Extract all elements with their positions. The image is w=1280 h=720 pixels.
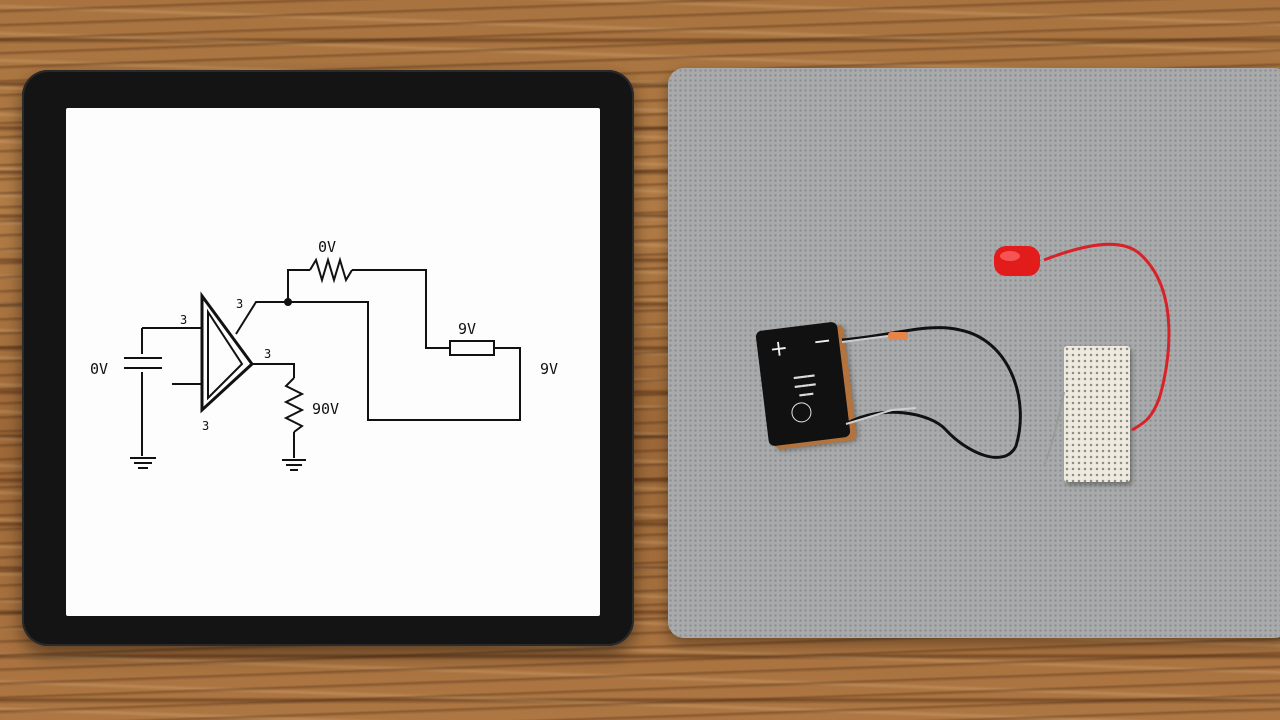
tablet: 0V 0V 9V 9V 90V 3 3 3 3 (22, 70, 634, 646)
opamp-out-pin-label: 3 (236, 297, 243, 311)
tablet-screen: 0V 0V 9V 9V 90V 3 3 3 3 (66, 108, 600, 616)
input-voltage-label: 0V (90, 360, 108, 378)
battery-logo-icon (790, 401, 813, 424)
output-voltage-label: 9V (540, 360, 558, 378)
battery-9v: + − ▬▬▬▬▬▬▬▬ (755, 321, 851, 447)
battery-fine-print-icon: ▬▬▬▬▬▬▬▬ (793, 371, 817, 399)
opamp-side-pin-label: 3 (264, 347, 271, 361)
mini-breadboard (1064, 346, 1130, 482)
right-resistor-voltage-label: 9V (458, 320, 476, 338)
opamp-bottom-pin-label: 3 (202, 419, 209, 433)
top-resistor-voltage-label: 0V (318, 238, 336, 256)
battery-minus-symbol: − (811, 328, 833, 356)
circuit-schematic: 0V 0V 9V 9V 90V 3 3 3 3 (90, 238, 558, 471)
opamp-in-pin-label: 3 (180, 313, 187, 327)
battery-plus-symbol: + (768, 335, 790, 363)
load-resistor-voltage-label: 90V (312, 400, 339, 418)
